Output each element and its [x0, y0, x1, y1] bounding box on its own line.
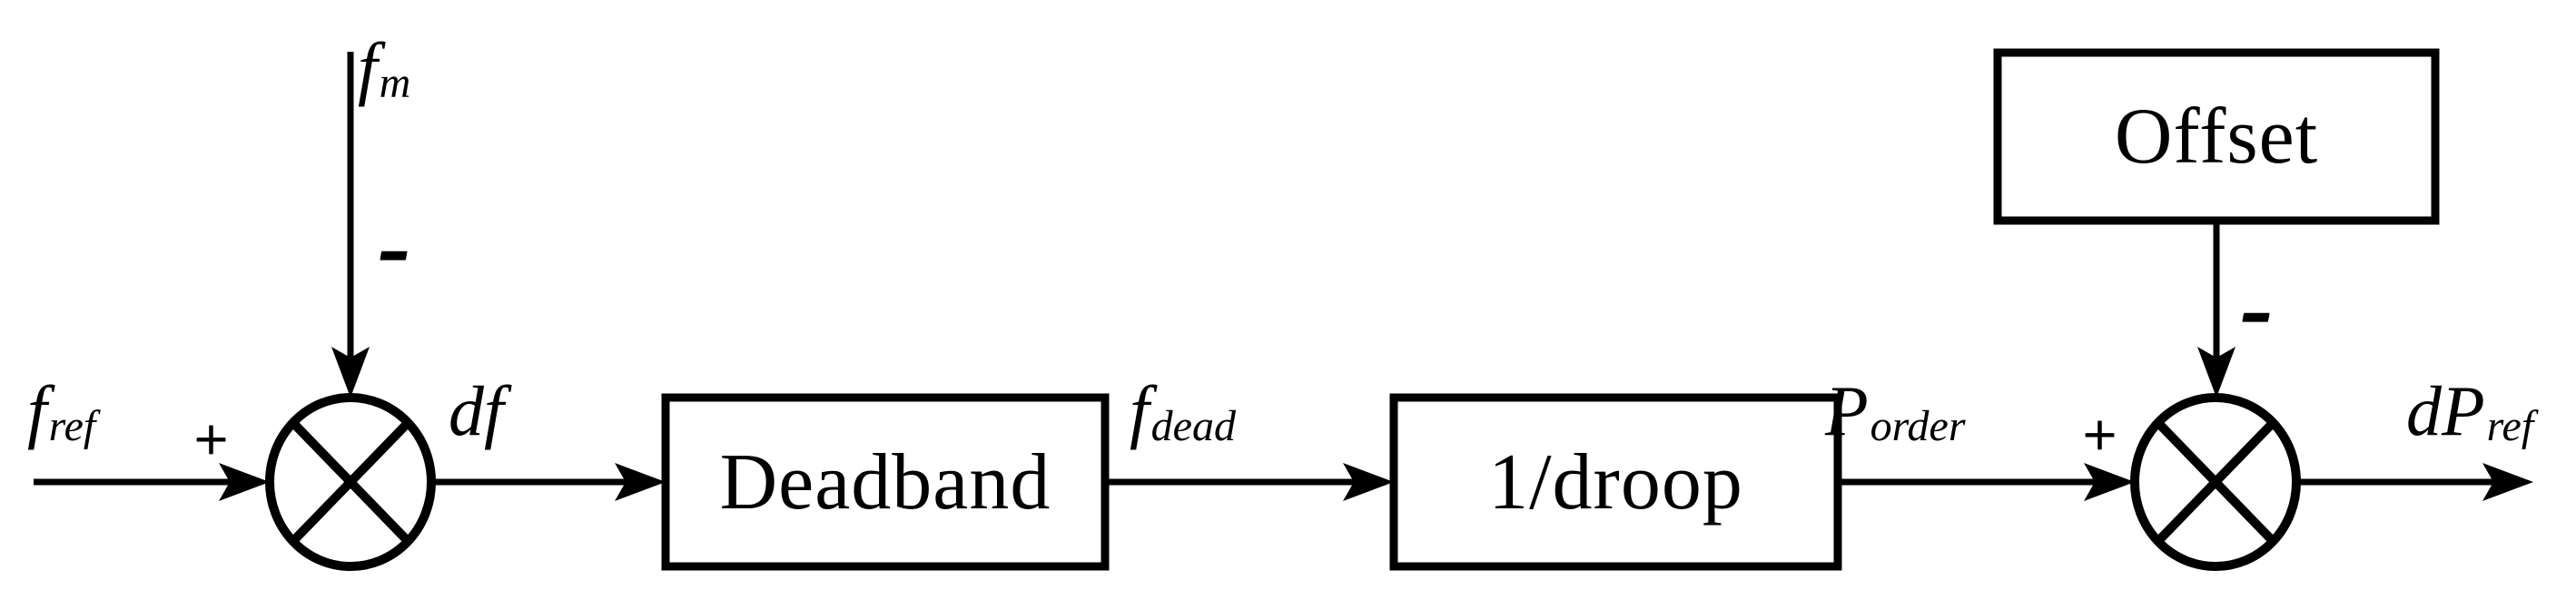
- droop-block-label: 1/droop: [1488, 438, 1743, 526]
- deadband-block-label: Deadband: [719, 438, 1051, 526]
- junction-2-cross-icon: [2155, 419, 2276, 545]
- signal-label-fref: fref: [27, 371, 96, 450]
- arrowhead-fref: [219, 463, 270, 501]
- offset-block-box: [1993, 48, 2440, 225]
- deadband-block-box: [661, 393, 1110, 571]
- arrowhead-porder: [2084, 463, 2135, 501]
- signal-label-dpref: dPref: [2406, 371, 2534, 450]
- plus-sign-junction-1: +: [193, 406, 228, 473]
- signal-label-porder: Porder: [1825, 371, 1966, 450]
- droop-block-box: [1389, 393, 1842, 571]
- junction-1-cross-icon: [290, 419, 411, 545]
- offset-block-label: Offset: [2114, 93, 2319, 181]
- signal-label-df: df: [449, 371, 504, 450]
- plus-sign-junction-2: +: [2082, 401, 2117, 468]
- arrowhead-df: [615, 463, 666, 501]
- arrowhead-fm: [331, 347, 370, 398]
- arrowhead-fdead: [1343, 463, 1394, 501]
- signal-label-fm: fm: [358, 28, 411, 107]
- arrowhead-offset: [2197, 347, 2235, 398]
- arrowhead-dpref: [2482, 463, 2533, 501]
- signal-label-fdead: fdead: [1130, 371, 1236, 450]
